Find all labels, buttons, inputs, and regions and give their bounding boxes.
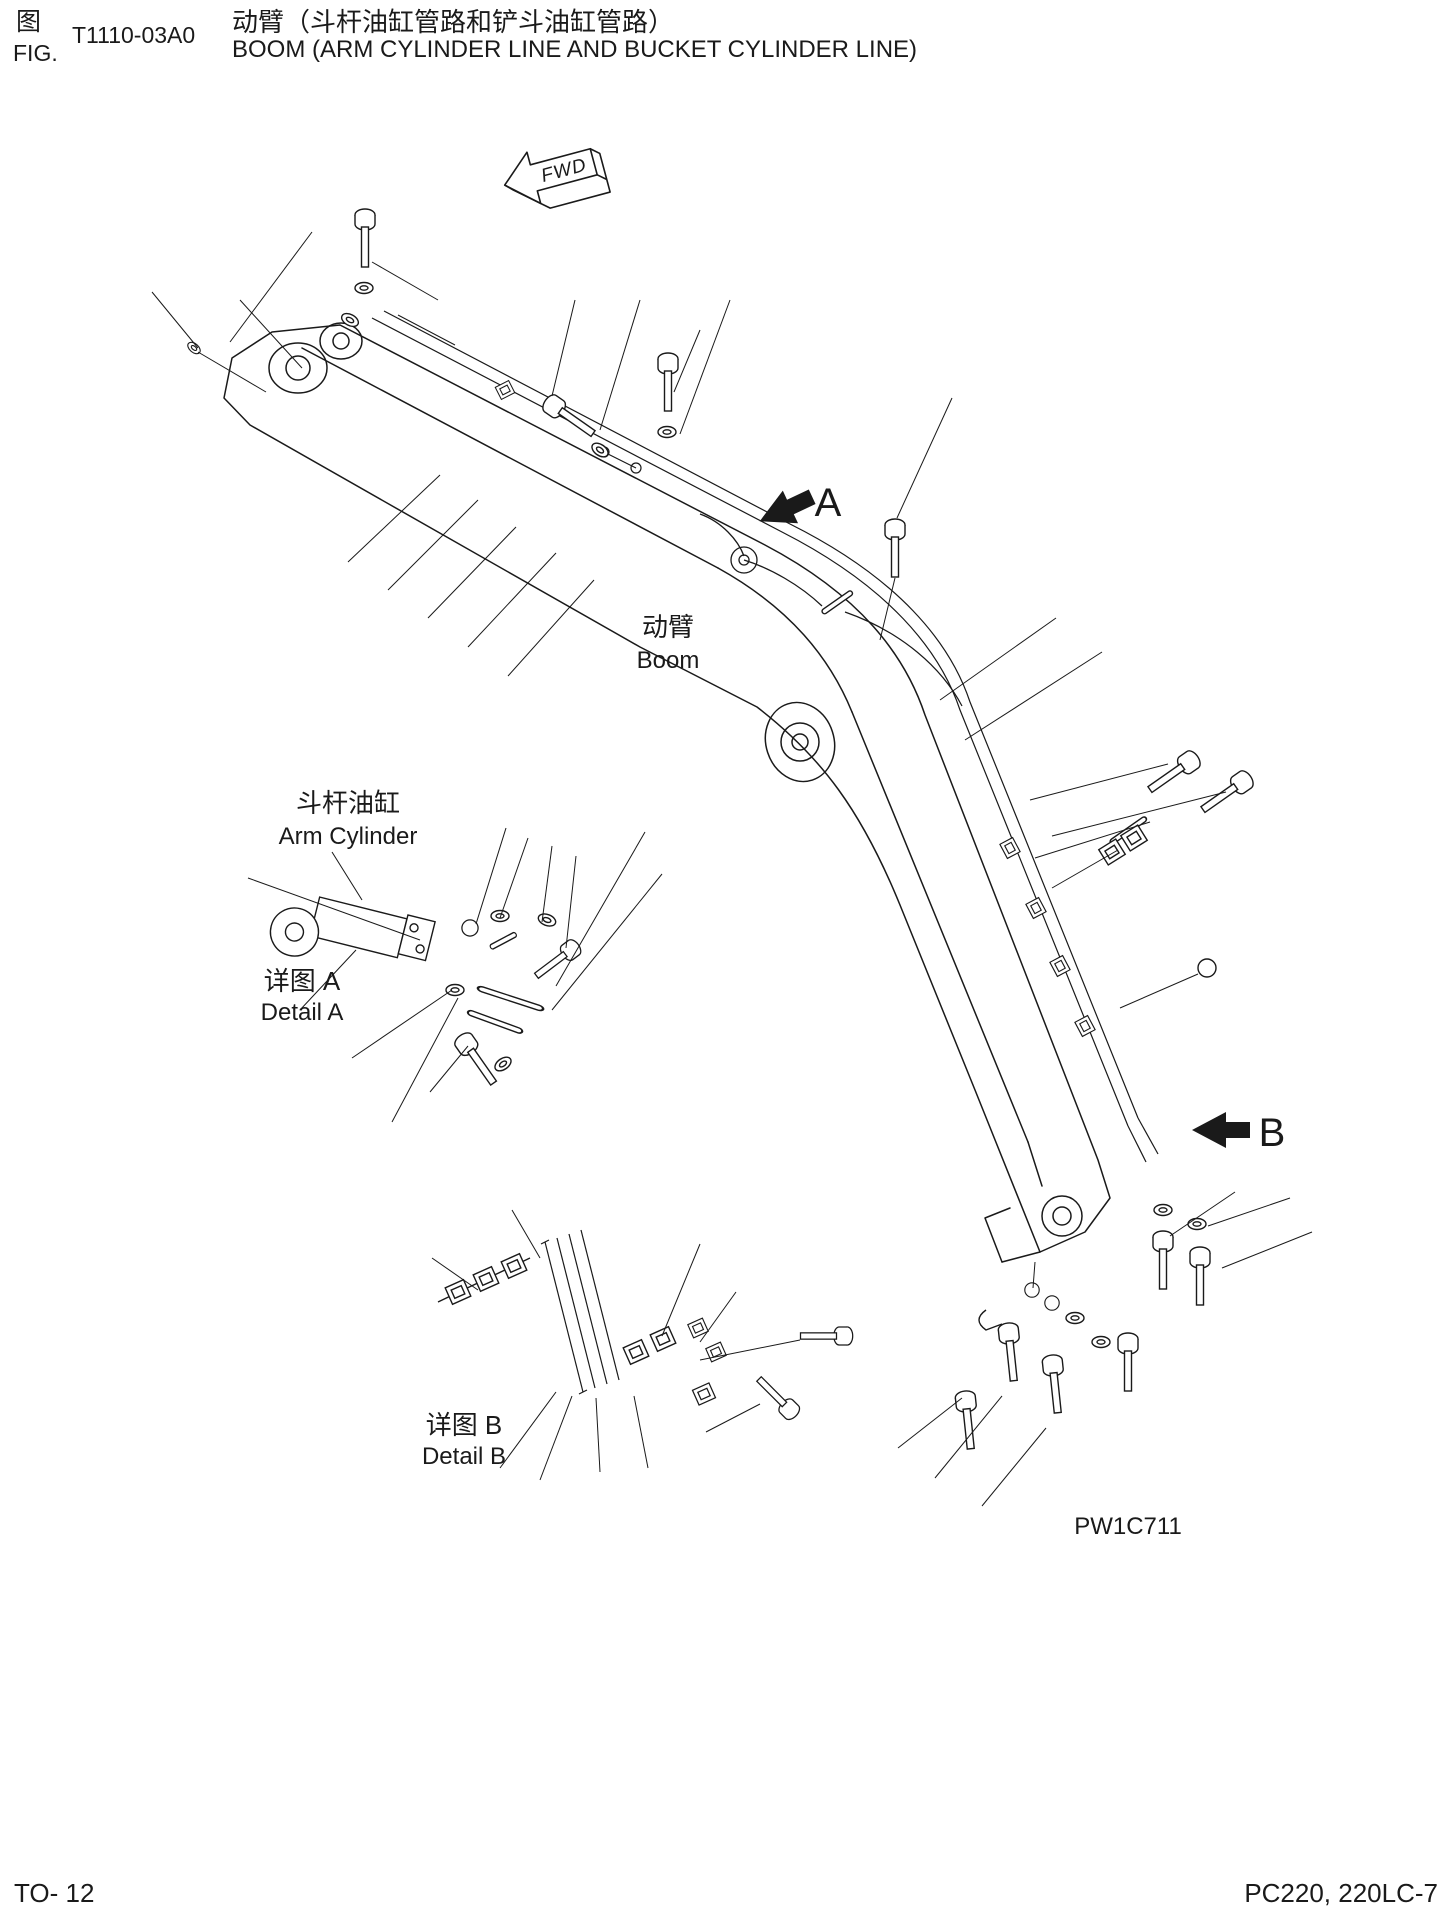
elbow-boss [764, 701, 836, 783]
ring [461, 919, 479, 937]
clamp [1049, 954, 1071, 978]
clamp [1074, 1014, 1096, 1038]
arm-cylinder-label-en: Arm Cylinder [279, 823, 418, 850]
pin [488, 931, 518, 951]
bolt [1152, 1230, 1174, 1290]
boom-label-en: Boom [637, 647, 700, 674]
bolt [752, 1372, 803, 1423]
clamp [444, 1279, 472, 1305]
detail-a-group [269, 896, 585, 1090]
view-marker-a-label: A [815, 481, 842, 525]
bolt [799, 1326, 854, 1346]
washer [354, 281, 374, 295]
clamp [999, 836, 1021, 860]
leader-lines [151, 231, 1313, 1507]
bolt [954, 1389, 982, 1451]
detail-b-label-en: Detail B [422, 1443, 506, 1470]
bolt [1041, 1353, 1069, 1415]
tip-bolt-cluster [954, 1203, 1211, 1451]
hook-fitting [978, 1309, 1003, 1331]
model-code: PC220, 220LC-7 [1244, 1878, 1438, 1908]
tip-boss [1041, 1195, 1083, 1237]
bolt [657, 352, 679, 412]
bolt [1143, 747, 1204, 799]
fig-label-zh: 图 [16, 8, 42, 36]
hose-junction-a [699, 513, 823, 607]
arm-cylinder-drawing [269, 896, 436, 962]
washer [1153, 1203, 1173, 1217]
bolt [884, 518, 906, 578]
fwd-arrow: FWD [503, 147, 611, 209]
washer [588, 439, 612, 461]
boom-body [223, 322, 1111, 1263]
bolt [1189, 1246, 1211, 1306]
washer [445, 983, 465, 997]
view-marker-b-arrow [1192, 1112, 1250, 1148]
detail-b-label-zh: 详图 B [426, 1410, 503, 1440]
plug [1197, 958, 1217, 978]
bolt [997, 1321, 1025, 1383]
view-marker-a-arrow [759, 489, 816, 524]
figure-number: T1110-03A0 [72, 22, 196, 48]
tube-lines [540, 1229, 620, 1395]
ring [1024, 1282, 1040, 1298]
detail-a-label-en: Detail A [261, 999, 344, 1026]
clamp [622, 1339, 650, 1365]
arm-cylinder-label-zh: 斗杆油缸 [296, 788, 400, 818]
washer [657, 425, 677, 439]
drawing-code: PW1C711 [1074, 1513, 1182, 1540]
washer [1065, 1311, 1085, 1325]
clamp [691, 1382, 717, 1406]
washer [1187, 1217, 1207, 1231]
clamp [1120, 824, 1148, 852]
clamp [1098, 838, 1126, 866]
bolt [1117, 1332, 1139, 1392]
page-number: TO- 12 [14, 1878, 95, 1908]
view-marker-b-label: B [1259, 1111, 1286, 1155]
pin [475, 984, 546, 1013]
bolt [539, 391, 600, 443]
detail-a-label-zh: 详图 A [264, 966, 341, 996]
bolt [530, 936, 585, 984]
page-title-en: BOOM (ARM CYLINDER LINE AND BUCKET CYLIN… [232, 36, 918, 63]
clamp [472, 1266, 500, 1292]
ring [1044, 1295, 1060, 1311]
bolt [354, 208, 376, 268]
washer [1091, 1335, 1111, 1349]
clamp [705, 1341, 727, 1363]
pin [466, 1008, 525, 1036]
bolt [1196, 767, 1257, 819]
foot-boss-1 [268, 342, 328, 394]
page-title-zh: 动臂（斗杆油缸管路和铲斗油缸管路） [232, 7, 675, 37]
fwd-arrow-depth [504, 148, 611, 209]
washer [535, 911, 559, 929]
detail-b-group [437, 1229, 854, 1423]
clamp [500, 1253, 528, 1279]
washer [491, 1053, 515, 1075]
fig-label-en: FIG. [13, 40, 58, 66]
boom-label-zh: 动臂 [642, 612, 694, 642]
clamp [649, 1326, 677, 1352]
washer [490, 909, 510, 923]
fwd-arrow-face [503, 147, 599, 205]
bolt [451, 1029, 503, 1090]
foot-boss-2 [319, 322, 363, 360]
